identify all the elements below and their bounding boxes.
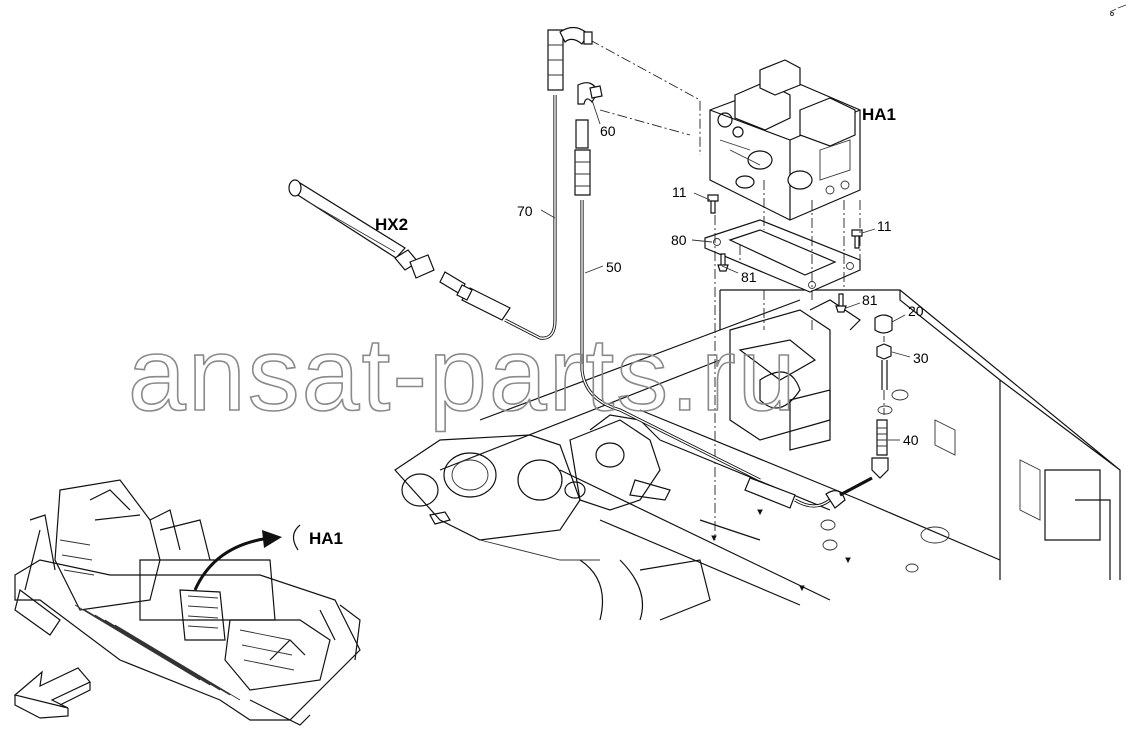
- watermark-text: ansat-parts.ru: [128, 317, 798, 433]
- leader-lines: [540, 99, 911, 441]
- assembly-lines: [589, 39, 885, 540]
- hydraulic-hoses: [439, 26, 873, 509]
- callout-81-left: 81: [741, 269, 757, 285]
- inset-machine-overview: [14, 479, 361, 726]
- fitting-assembly: [871, 314, 893, 479]
- label-hx2: HX2: [375, 215, 408, 234]
- mounting-bracket-80: [704, 219, 861, 293]
- valve-block-ha1: [709, 59, 861, 221]
- callout-30: 30: [913, 350, 929, 366]
- cylinder-hx2: [288, 179, 435, 279]
- direction-arrow: [13, 667, 91, 719]
- callout-40: 40: [903, 432, 919, 448]
- callout-70: 70: [517, 203, 533, 219]
- chassis-frame: [394, 289, 1121, 621]
- label-ha1: HA1: [862, 105, 896, 124]
- callout-11-left: 11: [672, 184, 687, 200]
- corner-mark: [1109, 4, 1127, 16]
- screws: [707, 194, 863, 313]
- callout-50: 50: [606, 259, 622, 275]
- callout-80: 80: [671, 232, 687, 248]
- label-ha1-inset: HA1: [309, 529, 343, 548]
- callout-60: 60: [600, 123, 616, 139]
- callout-81-right: 81: [862, 292, 878, 308]
- callout-20: 20: [908, 303, 924, 319]
- callout-11-right: 11: [877, 218, 892, 234]
